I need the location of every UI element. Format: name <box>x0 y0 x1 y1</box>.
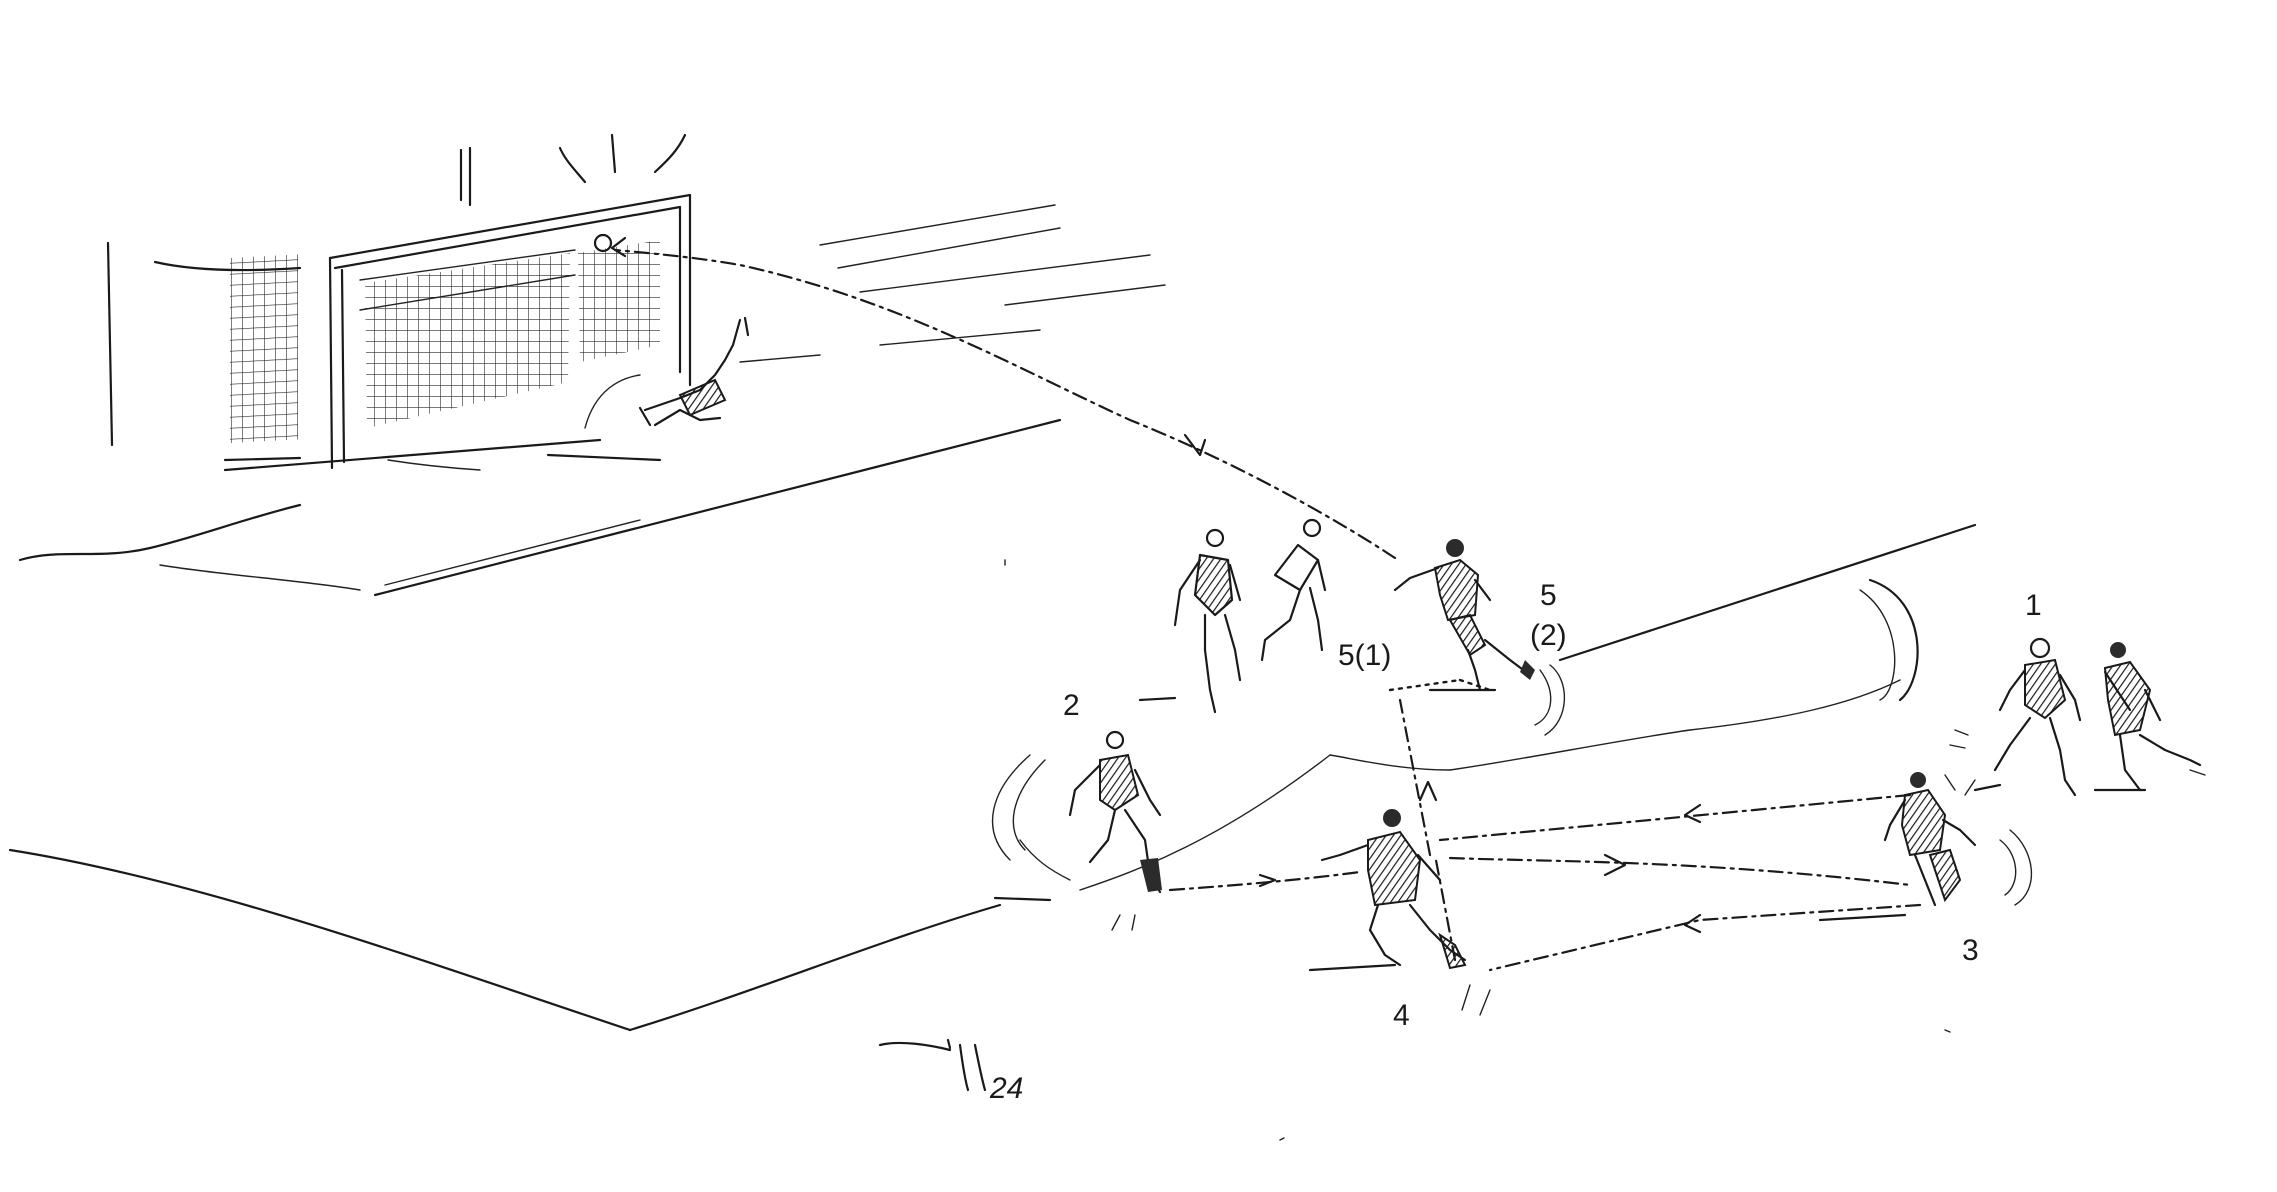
player-labels: 1 2 3 4 5 (2) 5(1) <box>1063 579 2042 1032</box>
label-player-1: 1 <box>2025 589 2042 622</box>
ball-icon <box>593 233 613 253</box>
defender-player <box>1138 528 1242 714</box>
label-player-4: 4 <box>1393 999 1410 1032</box>
shot-path <box>613 248 1397 560</box>
goalkeeper <box>638 316 750 427</box>
defender-player <box>2093 642 2206 792</box>
player-4 <box>1308 809 1491 1016</box>
player-3 <box>1818 772 2033 922</box>
pitch-lines <box>8 204 1977 1141</box>
defender-player <box>1260 518 1327 662</box>
player-5 <box>1393 539 1566 736</box>
label-player-5-first: 5(1) <box>1338 639 1391 672</box>
player-2 <box>991 730 1162 931</box>
label-player-3: 3 <box>1962 934 1979 967</box>
pass-lines <box>610 236 1922 972</box>
artist-signature: 24 <box>878 1038 1023 1105</box>
signature-year: 24 <box>989 1072 1023 1105</box>
label-player-5: 5 <box>1540 579 1557 612</box>
label-player-5-second: (2) <box>1530 619 1567 652</box>
label-player-2: 2 <box>1063 689 1080 722</box>
goal <box>106 133 692 471</box>
player-1 <box>1949 637 2082 797</box>
